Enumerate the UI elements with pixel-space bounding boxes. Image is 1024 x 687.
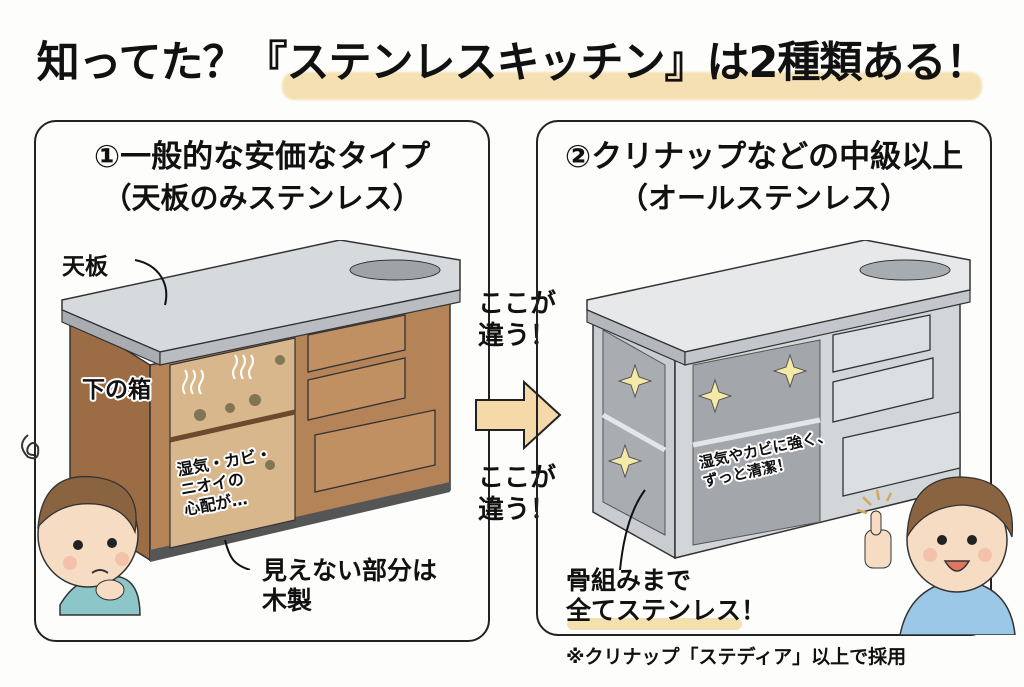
right-panel-heading: ②クリナップなどの中級以上 — [564, 139, 964, 175]
conclusion-callout-line — [224, 539, 251, 570]
stainless-cabinet-illustration — [586, 240, 971, 570]
conclusion-callout-line — [619, 489, 646, 570]
left-conclusion-text: 見えない部分は 木製 — [262, 556, 438, 615]
open-shelf — [169, 337, 296, 549]
shelf-board — [169, 409, 296, 443]
thumbs-up-boy-illustration — [856, 476, 1016, 635]
hair — [37, 475, 137, 535]
sparkle-icons — [607, 353, 808, 479]
right-panel — [536, 120, 992, 636]
left-panel-subheading: （天板のみステンレス） — [102, 181, 422, 215]
countertop-callout-line — [134, 259, 168, 306]
right-panel-header: ②クリナップなどの中級以上 （オールステンレス） — [536, 136, 992, 218]
sink — [349, 259, 441, 281]
drawers — [832, 314, 961, 497]
right-conclusion-text: 骨組みまで 全てステンレス！ — [566, 566, 767, 625]
sink — [859, 259, 951, 281]
difference-label-top: ここが 違う！ — [478, 289, 557, 351]
drawers — [307, 314, 436, 493]
page-title: 知ってた？『ステンレスキッチン』は2種類ある！ — [36, 38, 989, 88]
label-lower-box: 下の箱 — [82, 377, 151, 403]
sparkle-lines-icon — [856, 489, 893, 515]
right-panel-subheading: （オールステンレス） — [618, 181, 909, 215]
difference-label-bottom: ここが 違う！ — [478, 463, 557, 525]
thumbs-up-hand — [864, 529, 892, 569]
label-countertop: 天板 — [62, 254, 108, 280]
footnote: ※クリナップ「ステディア」以上で採用 — [566, 646, 907, 668]
arrow-right-icon — [475, 380, 562, 450]
title-highlight — [282, 72, 982, 100]
smiling-mouth — [943, 560, 971, 572]
hair — [906, 476, 1014, 538]
left-panel-header: ①一般的な安価なタイプ （天板のみステンレス） — [34, 136, 490, 218]
shelf-board — [692, 417, 821, 448]
left-panel — [34, 120, 490, 642]
worried-boy-illustration — [21, 434, 141, 616]
mold-spots — [184, 355, 285, 516]
open-shelf — [692, 339, 821, 546]
worry-swirl-icon — [21, 434, 40, 460]
left-panel-heading: ①一般的な安価なタイプ — [93, 139, 431, 175]
hand — [95, 579, 125, 601]
moisture-icon — [182, 354, 254, 395]
conclusion-highlight — [567, 618, 742, 630]
